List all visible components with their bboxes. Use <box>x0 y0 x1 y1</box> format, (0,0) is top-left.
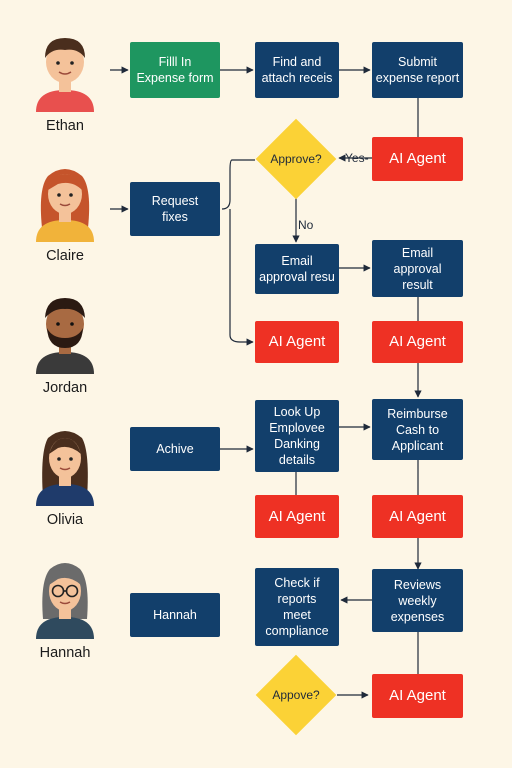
ai-agent-4: AI Agent <box>255 495 339 538</box>
edge-label-yes: -Yes- <box>341 151 369 165</box>
avatar-woman-long-hair-icon <box>36 431 94 506</box>
approve-decision-2: Appove? <box>255 654 337 736</box>
avatar-shirt <box>36 90 94 112</box>
edge-label-no: No <box>298 218 314 232</box>
fill-expense-form-step: Filll In Expense form <box>130 42 220 98</box>
avatar-man-short-hair-icon <box>36 38 94 112</box>
ai-agent-2: AI Agent <box>255 321 339 363</box>
check-compliance-step: Check if reports meet compliance <box>255 568 339 646</box>
ai-agent-5: AI Agent <box>372 495 463 538</box>
person-claire: Claire <box>20 158 110 264</box>
person-name: Claire <box>46 248 84 264</box>
lookup-banking-step: Look Up Emplovee Danking details <box>255 400 339 472</box>
archive-step: Achive <box>130 427 220 471</box>
email-approval-step-b: Email approval result <box>372 240 463 297</box>
ai-agent-6: AI Agent <box>372 674 463 718</box>
ai-agent-3: AI Agent <box>372 321 463 363</box>
person-hannah: Hannah <box>20 555 110 661</box>
person-ethan: Ethan <box>20 28 110 134</box>
decision-label: Approve? <box>270 152 322 166</box>
person-name: Hannah <box>39 645 91 661</box>
submit-report-step: Submit expense report <box>372 42 463 98</box>
person-name: Jordan <box>42 380 88 396</box>
reimburse-step: Reimburse Cash to Applicant <box>372 399 463 460</box>
weekly-review-step: Reviews weekly expenses <box>372 569 463 632</box>
edge-approve-request <box>221 159 255 210</box>
avatar-man-bearded-icon <box>36 298 94 374</box>
request-fixes-step: Request fixes <box>130 182 220 236</box>
ai-agent-1: AI Agent <box>372 137 463 181</box>
person-name: Olivia <box>46 512 84 528</box>
person-name: Ethan <box>46 118 84 134</box>
edge-split-agent2 <box>229 209 254 346</box>
person-jordan: Jordan <box>20 290 110 396</box>
email-approval-step-a: Email approval resu <box>255 244 339 294</box>
person-olivia: Olivia <box>20 422 110 528</box>
avatar-woman-glasses-icon <box>36 563 94 639</box>
hannah-step: Hannah <box>130 593 220 637</box>
approve-decision: Approve? <box>255 118 337 200</box>
find-receipts-step: Find and attach receis <box>255 42 339 98</box>
decision-label: Appove? <box>272 688 320 702</box>
avatar-woman-red-hair-icon <box>36 169 94 242</box>
